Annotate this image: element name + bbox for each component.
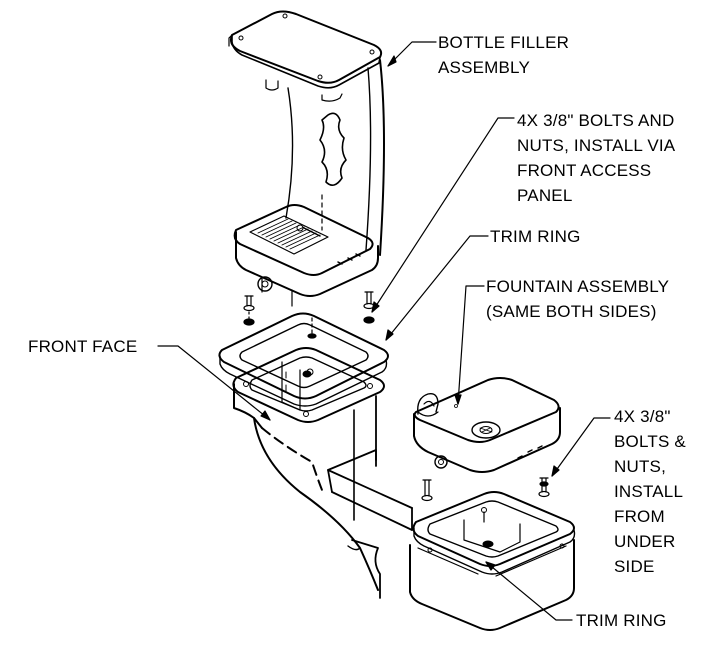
callout-bottle-filler-line-2: ASSEMBLY — [438, 58, 530, 77]
callout-bolts-under-line-4: INSTALL — [614, 482, 684, 501]
callout-bolts-under-line-1: 4X 3/8" — [614, 407, 671, 426]
callout-bolts-under-line-5: FROM — [614, 507, 665, 526]
fountain-bolts — [421, 477, 550, 502]
callout-trim-ring-bottom: TRIM RING — [576, 608, 667, 633]
callout-bolts-front-line-3: FRONT ACCESS — [517, 161, 652, 180]
fountain-assembly — [413, 377, 561, 473]
callout-bolts-front-access: 4X 3/8" BOLTS AND NUTS, INSTALL VIA FRON… — [517, 108, 675, 208]
callout-trim-ring-top-line-1: TRIM RING — [490, 227, 581, 246]
callout-fountain-line-2: (SAME BOTH SIDES) — [486, 302, 657, 321]
callout-trim-ring-top: TRIM RING — [490, 224, 581, 249]
trim-ring-upper — [218, 312, 389, 407]
callout-front-face-line-1: FRONT FACE — [28, 337, 138, 356]
leader-lines — [157, 41, 611, 621]
trim-ring-lower — [409, 491, 576, 631]
callout-bolts-under-line-2: BOLTS & — [614, 432, 686, 451]
callout-bolts-front-line-4: PANEL — [517, 186, 573, 205]
callout-bolts-front-line-1: 4X 3/8" BOLTS AND — [517, 111, 675, 130]
callout-bolts-under-line-6: UNDER — [614, 532, 676, 551]
callout-trim-ring-bottom-line-1: TRIM RING — [576, 611, 667, 630]
pedestal — [232, 347, 413, 599]
callout-bolts-under-line-7: SIDE — [614, 557, 655, 576]
callout-fountain-assembly: FOUNTAIN ASSEMBLY (SAME BOTH SIDES) — [486, 274, 669, 324]
callout-bottle-filler-line-1: BOTTLE FILLER — [438, 33, 570, 52]
bottle-filler-assembly — [228, 10, 385, 339]
callout-bolts-under-line-3: NUTS, — [614, 457, 666, 476]
callout-bolts-under-side: 4X 3/8" BOLTS & NUTS, INSTALL FROM UNDER… — [614, 404, 686, 579]
callout-fountain-line-1: FOUNTAIN ASSEMBLY — [486, 277, 670, 296]
callout-bottle-filler: BOTTLE FILLER ASSEMBLY — [438, 30, 569, 80]
callout-bolts-front-line-2: NUTS, INSTALL VIA — [517, 136, 676, 155]
callout-front-face: FRONT FACE — [28, 334, 137, 359]
